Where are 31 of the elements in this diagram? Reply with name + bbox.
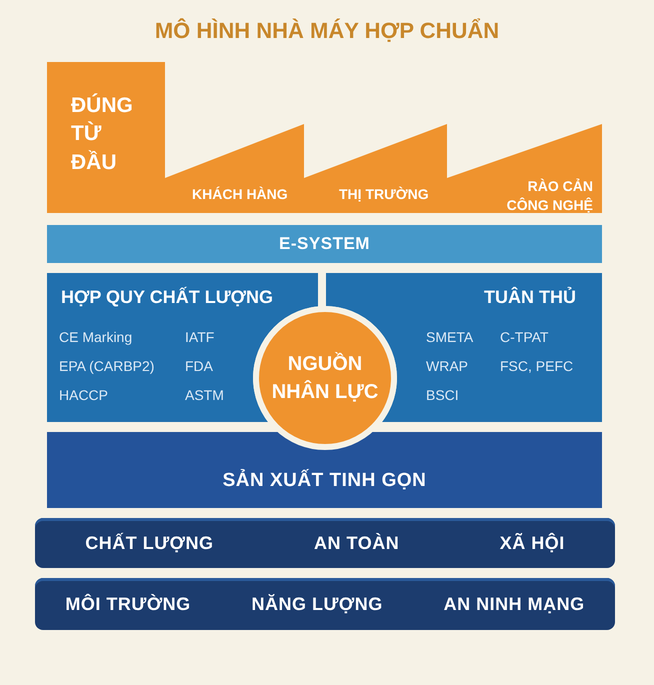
standard-label: EPA (CARBP2) — [59, 358, 154, 374]
pillar-label: CHẤT LƯỢNG — [85, 532, 214, 554]
panel-heading: TUÂN THỦ — [484, 287, 576, 308]
foundation-band — [47, 432, 602, 508]
standard-label: WRAP — [426, 358, 468, 374]
standard-label: FSC, PEFC — [500, 358, 574, 374]
pillar-bar — [35, 578, 615, 630]
band-label: E-SYSTEM — [279, 234, 370, 254]
pillar-bar — [35, 518, 615, 568]
panel-heading: HỢP QUY CHẤT LƯỢNG — [61, 287, 273, 308]
circle-label: NGUỒN NHÂN LỰC — [270, 351, 380, 405]
factory-label: THỊ TRƯỜNG — [339, 185, 429, 204]
pillar-label: NĂNG LƯỢNG — [252, 594, 383, 614]
standard-label: CE Marking — [59, 329, 132, 345]
pillar-label: AN NINH MẠNG — [444, 594, 585, 614]
factory-label: ĐÚNG TỪ ĐẦU — [71, 92, 134, 176]
standard-label: C-TPAT — [500, 329, 548, 345]
pillar-label: AN TOÀN — [314, 532, 400, 554]
factory-label: KHÁCH HÀNG — [192, 185, 288, 204]
standard-label: HACCP — [59, 387, 108, 403]
standard-label: IATF — [185, 329, 214, 345]
band-label: SẢN XUẤT TINH GỌN — [222, 470, 426, 492]
standard-label: ASTM — [185, 387, 224, 403]
standard-label: SMETA — [426, 329, 474, 345]
title: MÔ HÌNH NHÀ MÁY HỢP CHUẨN — [154, 18, 500, 43]
standard-label: FDA — [185, 358, 213, 374]
system-band — [47, 225, 602, 263]
pillar-label: MÔI TRƯỜNG — [65, 594, 191, 614]
pillar-label: XÃ HỘI — [500, 532, 565, 554]
factory-label: RÀO CẢN CÔNG NGHỆ — [506, 177, 593, 215]
standard-label: BSCI — [426, 387, 459, 403]
